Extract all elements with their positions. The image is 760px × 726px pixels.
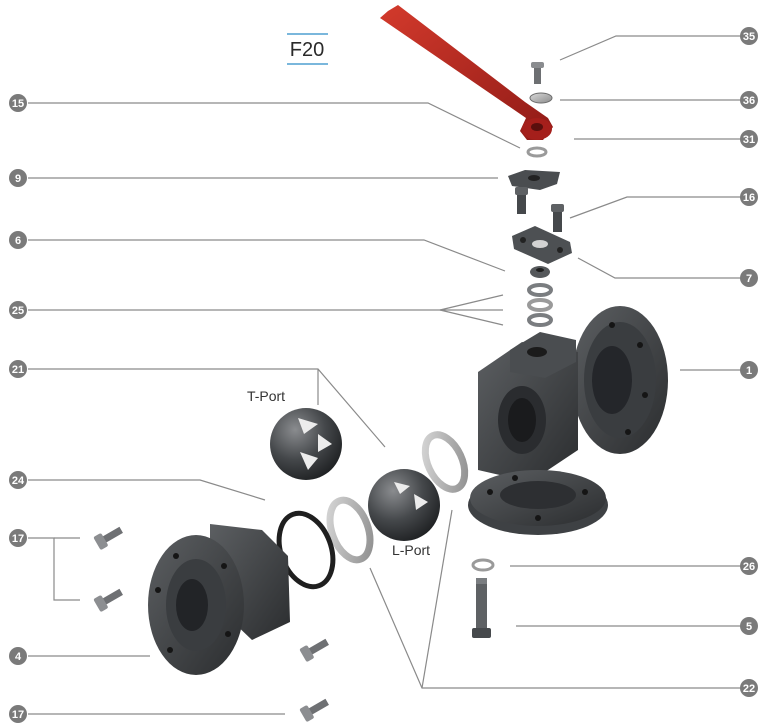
svg-text:21: 21	[12, 364, 24, 376]
part-badges: 35 36 31 15 16 9 6 7 25 1 21 24 17 26 5 …	[9, 27, 758, 723]
svg-text:15: 15	[12, 98, 24, 110]
svg-text:4: 4	[15, 651, 22, 663]
svg-text:5: 5	[746, 621, 752, 633]
svg-text:9: 9	[15, 173, 21, 185]
badge-35: 35	[740, 27, 758, 45]
svg-text:36: 36	[743, 95, 755, 107]
bolts-16	[515, 187, 564, 232]
t-port-ball	[270, 408, 342, 480]
badge-25: 25	[9, 301, 27, 319]
svg-text:16: 16	[743, 192, 755, 204]
badge-17a: 17	[9, 529, 27, 547]
svg-text:31: 31	[743, 134, 755, 146]
leader-15	[28, 102, 521, 149]
stop-plate-9	[508, 170, 560, 190]
leader-22	[369, 567, 741, 689]
handle	[380, 5, 553, 140]
badge-7: 7	[740, 269, 758, 287]
svg-text:17: 17	[12, 709, 24, 721]
badge-21: 21	[9, 360, 27, 378]
badge-22: 22	[740, 679, 758, 697]
leader-16	[569, 196, 741, 219]
leader-24	[28, 479, 266, 501]
svg-text:17: 17	[12, 533, 24, 545]
leader-lines	[28, 35, 741, 715]
leader-25-b	[439, 294, 504, 311]
leader-22-b	[421, 509, 453, 689]
packing-rings	[527, 266, 553, 327]
washer-15	[526, 146, 548, 158]
svg-text:6: 6	[15, 235, 21, 247]
badge-4: 4	[9, 647, 27, 665]
l-port-label: L-Port	[392, 542, 430, 558]
badge-15: 15	[9, 94, 27, 112]
seat-rings-22	[326, 431, 469, 564]
badge-24: 24	[9, 471, 27, 489]
svg-text:22: 22	[743, 683, 755, 695]
washer-26	[471, 558, 495, 572]
svg-text:1: 1	[746, 365, 752, 377]
svg-text:7: 7	[746, 273, 752, 285]
badge-1: 1	[740, 361, 758, 379]
leader-17a	[28, 537, 80, 601]
leader-6	[28, 239, 506, 272]
stem-5	[472, 578, 491, 638]
svg-text:24: 24	[12, 475, 25, 487]
screw-35	[531, 62, 544, 84]
leader-7	[577, 257, 741, 279]
valve-body-1	[468, 306, 668, 535]
badge-36: 36	[740, 91, 758, 109]
badge-16: 16	[740, 188, 758, 206]
badge-5: 5	[740, 617, 758, 635]
leader-25-d	[439, 309, 504, 326]
gland-flange-7	[512, 226, 572, 264]
leader-35	[559, 35, 741, 61]
badge-31: 31	[740, 130, 758, 148]
title-block: F20	[287, 33, 328, 65]
l-port-ball	[368, 469, 440, 541]
badge-6: 6	[9, 231, 27, 249]
badge-17b: 17	[9, 705, 27, 723]
svg-text:25: 25	[12, 305, 24, 317]
bolts-17	[93, 526, 329, 722]
title: F20	[290, 39, 324, 61]
washer-36	[529, 92, 553, 104]
t-port-label: T-Port	[247, 388, 285, 404]
svg-text:26: 26	[743, 561, 755, 573]
svg-text:35: 35	[743, 31, 755, 43]
badge-9: 9	[9, 169, 27, 187]
end-connector-4	[148, 524, 290, 675]
badge-26: 26	[740, 557, 758, 575]
